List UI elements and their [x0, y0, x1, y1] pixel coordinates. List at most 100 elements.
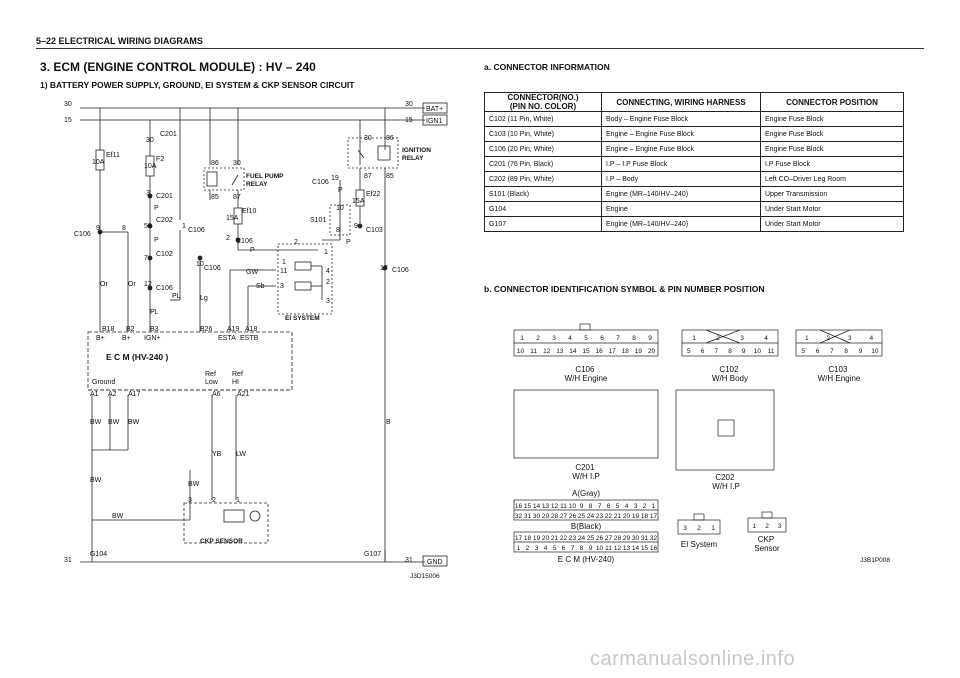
connector-cell: C202 (89 Pin, White) [484, 171, 602, 187]
connector-row: C103 (10 Pin, White)Engine – Engine Fuse… [484, 126, 904, 142]
ecm-label: E C M (HV-240 ) [106, 352, 169, 362]
ecm-b-pin: 3 [535, 545, 539, 552]
connector-cell: G104 [484, 201, 602, 217]
harness-cell: Body – Engine Fuse Block [601, 111, 761, 127]
pin-1: 1 [182, 223, 186, 230]
ecm-a17: A17 [128, 391, 141, 398]
c106-g: C106 [392, 267, 409, 274]
ecm-b-pin: 16 [650, 545, 658, 552]
position-cell: Under Start Motor [760, 216, 904, 232]
connector-row: C102 (11 Pin, White)Body – Engine Fuse B… [484, 111, 904, 127]
ei-pin: 3 [683, 525, 687, 532]
connector-symbol-heading: b. CONNECTOR IDENTIFICATION SYMBOL & PIN… [484, 284, 765, 294]
connector-row: C201 (76 Pin, Black)I.P – I.P Fuse Block… [484, 156, 904, 172]
c201-symbol-line2: W/H I.P [572, 472, 600, 481]
pin-17: 17 [380, 265, 388, 272]
ecm-b-pin: 21 [551, 535, 559, 542]
c106-pin: 10 [517, 348, 525, 355]
ig-86: 86 [386, 135, 394, 142]
ecm-b-pin: 6 [562, 545, 566, 552]
ecm-b26: B26 [200, 326, 213, 333]
c102-pin: 7 [714, 348, 718, 355]
ecm-ign: IGN+ [144, 335, 161, 342]
ei-pin-3b: 3 [280, 283, 284, 290]
ecm-a-pin: 19 [632, 513, 640, 520]
ei-pin-n4: 4 [326, 268, 330, 275]
ecm-b-pin: 31 [641, 535, 649, 542]
ef22-label: Ef22 [366, 191, 381, 198]
ecm-b-pin: 30 [632, 535, 640, 542]
wire-p: P [154, 205, 159, 212]
ecm-a-pin: 4 [625, 503, 629, 510]
ecm-a-pin: 12 [551, 503, 559, 510]
pin-8b: 8 [336, 227, 340, 234]
ecm-a-pin: 1 [652, 503, 656, 510]
ei-pin-n2: 2 [326, 279, 330, 286]
position-cell: Upper Transmission [760, 186, 904, 202]
pin-2: 2 [226, 235, 230, 242]
position-cell: Left CO–Driver Leg Room [760, 171, 904, 187]
c106-pin: 11 [530, 348, 537, 355]
c201-symbol-line1: C201 [575, 463, 595, 472]
col-position: CONNECTOR POSITION [760, 92, 904, 112]
connector-cell: C201 (76 Pin, Black) [484, 156, 602, 172]
wire-bw5: BW [112, 513, 124, 520]
c103-pin: 9 [859, 348, 863, 355]
fig-code-right: J3B1P008 [860, 557, 890, 564]
ecm-b-pin: 27 [605, 535, 613, 542]
ef10-label: Ef10 [242, 208, 257, 215]
ig-87: 87 [364, 173, 372, 180]
pin-3: 3 [146, 190, 150, 197]
ecm-b-pin: 1 [517, 545, 521, 552]
wire-bw6: BW [188, 481, 200, 488]
connector-cell: S101 (Black) [484, 186, 602, 202]
ei-pin: 2 [697, 525, 701, 532]
pin-7: 7 [144, 255, 148, 262]
c103-pin: 1 [805, 335, 809, 342]
c103-symbol-line1: C103 [828, 365, 848, 374]
ecm-a-pin: 26 [569, 513, 577, 520]
ecm-b-pin: 18 [524, 535, 532, 542]
c106-f: C106 [312, 179, 329, 186]
ecm-ref-low: Ref Low [205, 371, 219, 386]
ckp-symbol-line2: Sensor [754, 544, 780, 553]
ecm-b-pin: 28 [614, 535, 622, 542]
position-cell: Engine Fuse Block [760, 111, 904, 127]
c103-pin: 8 [844, 348, 848, 355]
ecm-a-pin: 2 [643, 503, 647, 510]
ecm-b-pin: 24 [578, 535, 586, 542]
wire-or1: Or [100, 281, 108, 288]
connector-info-heading: a. CONNECTOR INFORMATION [484, 62, 610, 72]
wire-lg: Lg [200, 295, 208, 302]
ecm-a-pin: 23 [596, 513, 604, 520]
ecm-ref-hi-line2: HI [232, 379, 239, 386]
s101: S101 [310, 217, 326, 224]
c106-pin: 19 [635, 348, 643, 355]
wire-b: B [386, 419, 391, 426]
c103-pin: 10 [871, 348, 879, 355]
ei-pin-11: 11 [280, 268, 287, 275]
ei-pin: 1 [711, 525, 715, 532]
position-cell: I.P Fuse Block [760, 156, 904, 172]
c102-pin: 10 [754, 348, 762, 355]
harness-cell: I.P – I.P Fuse Block [601, 156, 761, 172]
ecm-b-pin: 10 [596, 545, 604, 552]
wire-lw: LW [236, 451, 246, 458]
c106-pin: 14 [569, 348, 577, 355]
position-cell: Under Start Motor [760, 201, 904, 217]
ef11-amp: 10A [92, 159, 105, 166]
pin-10b: 10 [336, 205, 344, 212]
fp-87: 87 [233, 194, 241, 201]
wire-pl2: PL [150, 309, 159, 316]
c102-symbol-label: C102 W/H Body [712, 365, 748, 383]
fuel-pump-relay-label: FUEL PUMP RELAY [246, 173, 285, 188]
wire-bw1: BW [90, 419, 102, 426]
pin-8: 8 [122, 225, 126, 232]
ei-pin-1b: 1 [282, 259, 286, 266]
ecm-b-pin: 2 [526, 545, 530, 552]
ecm-b-pin: 19 [533, 535, 541, 542]
ecm-b-pin: 17 [515, 535, 523, 542]
